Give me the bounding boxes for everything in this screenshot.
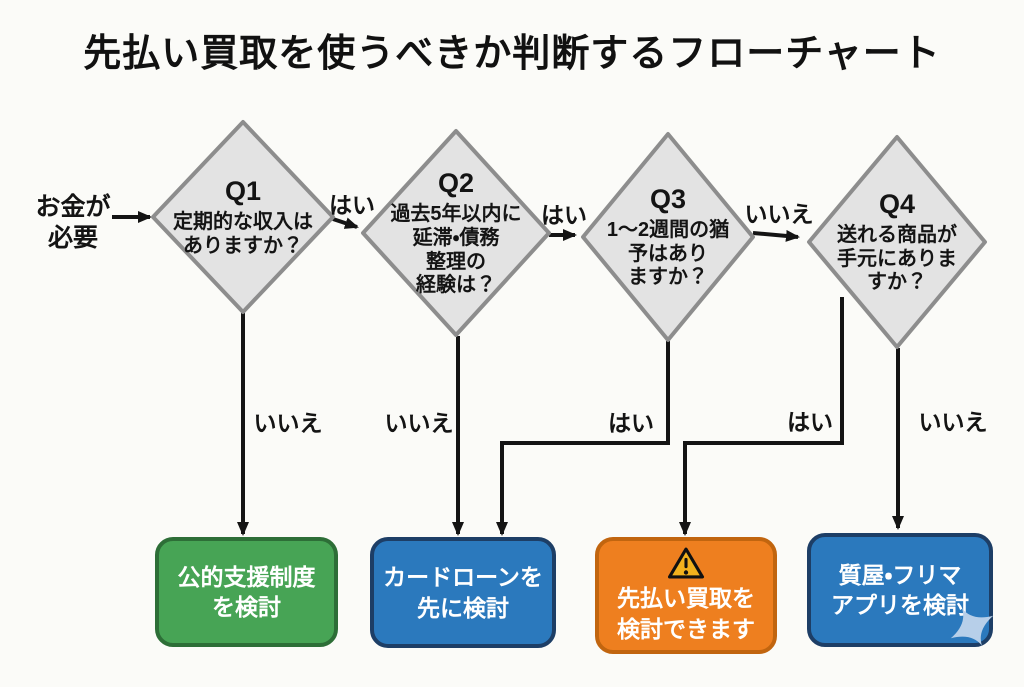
- q1-node: Q1 定期的な収入は ありますか？: [158, 132, 328, 302]
- result-pawn-flea-apps-text: 質屋・フリマ アプリを検討: [831, 561, 969, 618]
- q2-question: 過去5年以内に 延滞・債務 整理の 経験は？: [390, 203, 522, 297]
- q4-diamond: [807, 135, 987, 349]
- q2-diamond: [361, 129, 551, 337]
- q2-label: Q2: [437, 168, 475, 199]
- q4-question: 送れる商品が 手元にありま すか？: [837, 224, 957, 294]
- q1-question: 定期的な収入は ありますか？: [173, 210, 313, 257]
- q3-label: Q3: [649, 184, 687, 215]
- q3-no-arrow: [752, 229, 800, 242]
- q3-node: Q3 1〜2週間の猶 予はあり ますか？: [578, 140, 758, 334]
- result-card-loan: カードローンを 先に検討: [370, 537, 556, 648]
- sparkle-icon: [943, 603, 1001, 651]
- result-public-support: 公的支援制度 を検討: [155, 537, 338, 647]
- q4-yes-elbow-arrow: [679, 297, 844, 536]
- q1-label: Q1: [224, 175, 262, 206]
- result-public-support-text: 公的支援制度 を検討: [177, 563, 316, 620]
- q2-yes-label: はい: [541, 202, 587, 228]
- q1-no-label: いいえ: [253, 410, 323, 436]
- start-node-label: お金が 必要: [35, 193, 111, 253]
- q1-yes-arrow: [332, 217, 359, 229]
- page-title: 先払い買取を使うべきか判断するフローチャート: [83, 33, 941, 75]
- q4-no-label: いいえ: [918, 409, 988, 435]
- q3-yes-elbow-arrow: [496, 341, 670, 536]
- result-pawn-flea-apps: 質屋・フリマ アプリを検討: [807, 533, 994, 647]
- warning-icon: [667, 547, 705, 580]
- q4-label: Q4: [878, 189, 916, 220]
- result-card-loan-text: カードローンを 先に検討: [383, 564, 543, 621]
- q4-node: Q4 送れる商品が 手元にありま すか？: [807, 145, 987, 339]
- result-advance-purchase: 先払い買取を 検討できます: [595, 537, 777, 654]
- q2-no-label: いいえ: [384, 410, 454, 436]
- q3-no-label: いいえ: [744, 201, 814, 227]
- q3-diamond: [581, 132, 755, 342]
- q4-yes-label: はい: [787, 409, 833, 435]
- q1-yes-label: はい: [329, 192, 375, 218]
- q3-yes-label: はい: [608, 410, 654, 436]
- q3-question: 1〜2週間の猶 予はあり ますか？: [606, 219, 730, 289]
- q2-node: Q2 過去5年以内に 延滞・債務 整理の 経験は？: [366, 136, 546, 330]
- result-advance-purchase-text: 先払い買取を 検討できます: [617, 585, 755, 642]
- q1-diamond: [151, 120, 335, 314]
